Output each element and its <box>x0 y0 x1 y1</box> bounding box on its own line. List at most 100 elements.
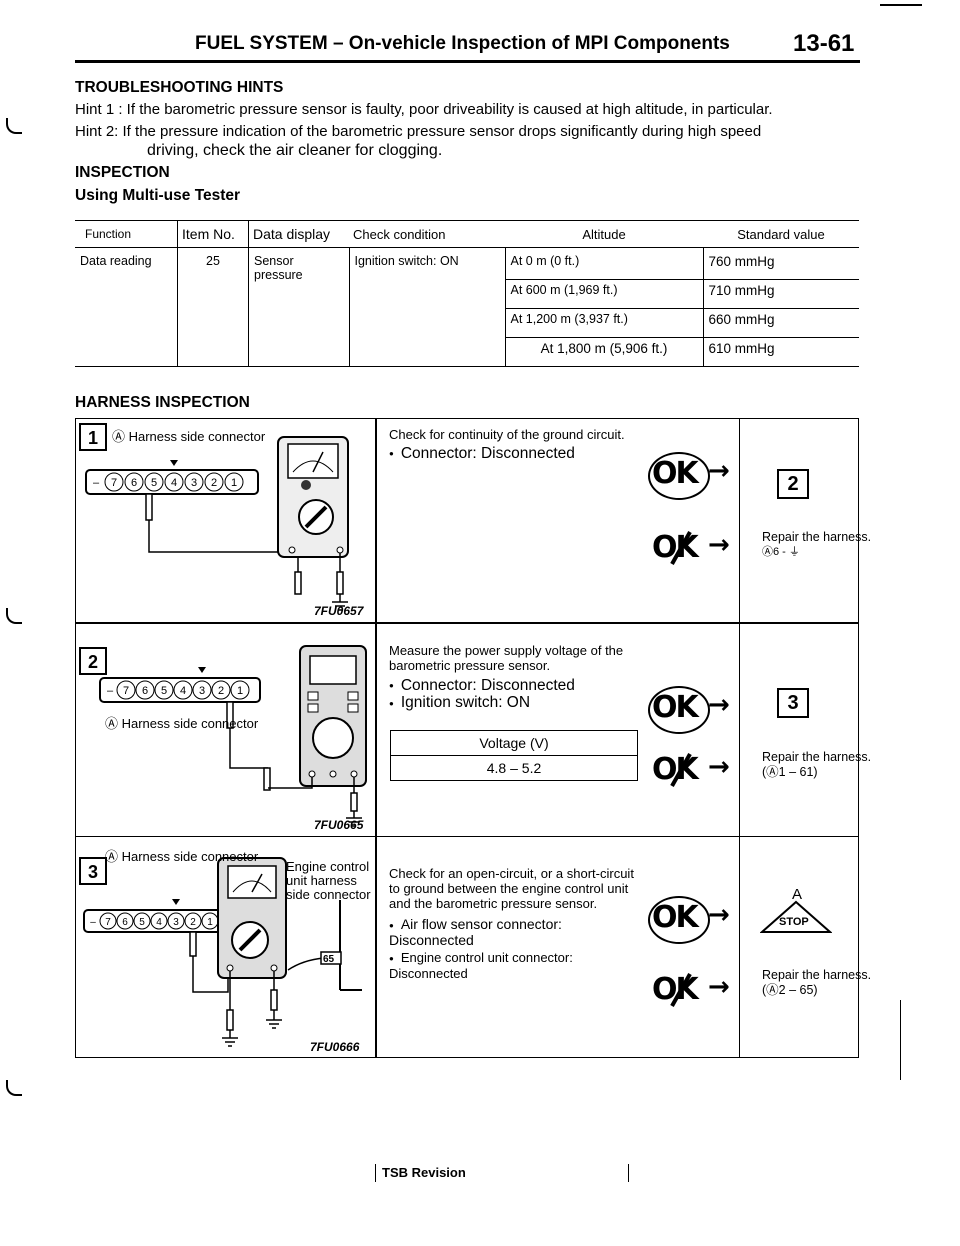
voltage-header: Voltage (V) <box>390 730 638 756</box>
arrow-icon: → <box>708 752 730 782</box>
svg-text:3: 3 <box>199 685 205 697</box>
inspection-subheading: Using Multi-use Tester <box>75 187 241 204</box>
next-step-3-button[interactable]: 3 <box>777 688 809 718</box>
col-data-display: Data display <box>248 220 349 248</box>
stop-icon[interactable] <box>760 900 832 934</box>
cross-out-icon <box>670 973 692 1007</box>
svg-text:4: 4 <box>180 685 186 697</box>
cell-altitude: At 0 m (0 ft.) <box>504 247 703 280</box>
step-1-instructions: Check for continuity of the ground circu… <box>389 427 629 462</box>
cell-item-no: 25 <box>177 247 249 367</box>
next-step-letter: A <box>792 886 803 903</box>
step-3-connector-label: Ⓐ Harness side connector <box>105 849 259 864</box>
col-check-condition: Check condition <box>349 220 505 248</box>
top-edge-rule <box>880 4 922 6</box>
repair-reference: Ⓐ6 - ⏚ <box>762 546 800 558</box>
svg-text:5: 5 <box>151 477 157 489</box>
grid-rule <box>75 1057 858 1058</box>
grid-rule <box>375 418 377 1058</box>
spec-table-header-row: Function Item No. Data display Check con… <box>75 220 859 248</box>
cell-altitude: At 600 m (1,969 ft.) <box>504 279 703 309</box>
cell-value: 660 mmHg <box>702 308 859 338</box>
svg-text:–: – <box>93 477 100 489</box>
svg-text:3: 3 <box>88 862 98 882</box>
binding-mark <box>6 118 22 134</box>
cell-value: 610 mmHg <box>702 337 859 367</box>
svg-text:4: 4 <box>156 917 162 928</box>
grid-rule <box>75 418 76 1058</box>
step-2-bullet: Connector: Disconnected <box>389 677 639 694</box>
ok-badge <box>648 896 710 944</box>
svg-text:7: 7 <box>105 917 111 928</box>
svg-text:2: 2 <box>190 917 196 928</box>
step-3-description: Check for an open-circuit, or a short-ci… <box>389 866 634 911</box>
harness-heading: HARNESS INSPECTION <box>75 394 250 411</box>
page-number: 13-61 <box>793 30 855 57</box>
svg-text:5: 5 <box>139 917 145 928</box>
repair-text: Repair the harness. <box>762 750 872 764</box>
col-function: Function <box>75 220 178 248</box>
step-2-connector-label: Ⓐ Harness side connector <box>105 716 259 731</box>
ok-badge <box>648 452 710 500</box>
step-1-figure-number: 7FU0657 <box>314 604 364 618</box>
ok-label: OK <box>652 456 699 491</box>
step-1-bullet: Connector: Disconnected <box>389 445 629 462</box>
table-row: At 600 m (1,969 ft.) 710 mmHg <box>75 279 859 309</box>
stop-label: STOP <box>779 916 809 928</box>
ecu-connector-label: Engine control unit harness side connect… <box>286 859 371 902</box>
cell-function: Data reading <box>75 247 178 367</box>
ecu-pin-label: 65 <box>323 954 335 965</box>
cell-altitude: At 1,800 m (5,906 ft.) <box>504 337 703 367</box>
svg-text:5: 5 <box>161 685 167 697</box>
inspection-heading: INSPECTION <box>75 164 170 181</box>
col-standard-value: Standard value <box>703 220 859 248</box>
margin-rule <box>900 1000 901 1080</box>
svg-text:1: 1 <box>237 685 243 697</box>
step-2-description: Measure the power supply voltage of the … <box>389 643 624 673</box>
repair-text: Repair the harness. <box>762 968 872 982</box>
repair-reference: (Ⓐ2 – 65) <box>762 983 818 997</box>
ok-badge <box>648 686 710 734</box>
binding-mark <box>6 608 22 624</box>
svg-text:6: 6 <box>131 477 137 489</box>
grid-rule <box>75 622 858 624</box>
table-row: Data reading 25 Sensor pressure Ignition… <box>75 247 859 367</box>
cell-value: 710 mmHg <box>702 279 859 309</box>
cell-data-display: Sensor pressure <box>248 247 349 367</box>
voltage-value: 4.8 – 5.2 <box>390 755 638 781</box>
step-3-repair: Repair the harness. (Ⓐ2 – 65) <box>762 968 871 998</box>
step-3-bullet: Engine control unit connector: Disconnec… <box>389 950 637 981</box>
arrow-icon: → <box>708 530 730 560</box>
step-1-description: Check for continuity of the ground circu… <box>389 427 625 442</box>
header-rule <box>75 60 860 63</box>
voltage-table: Voltage (V) 4.8 – 5.2 <box>390 730 638 781</box>
troubleshooting-heading: TROUBLESHOOTING HINTS <box>75 79 284 96</box>
tsb-revision-label: TSB Revision <box>375 1164 629 1182</box>
col-altitude: Altitude <box>505 220 703 248</box>
svg-text:–: – <box>90 917 96 928</box>
svg-text:1: 1 <box>231 477 237 489</box>
grid-rule <box>75 418 858 419</box>
cell-altitude: At 1,200 m (3,937 ft.) <box>504 308 703 338</box>
step-3-figure-number: 7FU0666 <box>310 1040 360 1054</box>
cell-value: 760 mmHg <box>702 247 859 280</box>
svg-text:2: 2 <box>218 685 224 697</box>
ok-label: OK <box>652 690 699 725</box>
arrow-icon: → <box>708 900 730 930</box>
step-1-connector-label: Ⓐ Harness side connector <box>112 429 266 444</box>
hint-2-line-1: Hint 2: If the pressure indication of th… <box>75 123 762 140</box>
repair-reference: (Ⓐ1 – 61) <box>762 765 818 779</box>
page-header-title: FUEL SYSTEM – On-vehicle Inspection of M… <box>195 33 730 54</box>
cross-out-icon <box>670 753 692 787</box>
hint-2-line-2: driving, check the air cleaner for clogg… <box>147 142 443 159</box>
cross-out-icon <box>670 531 692 565</box>
grid-rule <box>75 836 858 837</box>
step-1-repair: Repair the harness. Ⓐ6 - ⏚ <box>762 530 871 560</box>
step-3-instructions: Check for an open-circuit, or a short-ci… <box>389 866 637 981</box>
next-step-2-button[interactable]: 2 <box>777 469 809 499</box>
svg-text:7: 7 <box>111 477 117 489</box>
grid-rule <box>858 418 859 1058</box>
